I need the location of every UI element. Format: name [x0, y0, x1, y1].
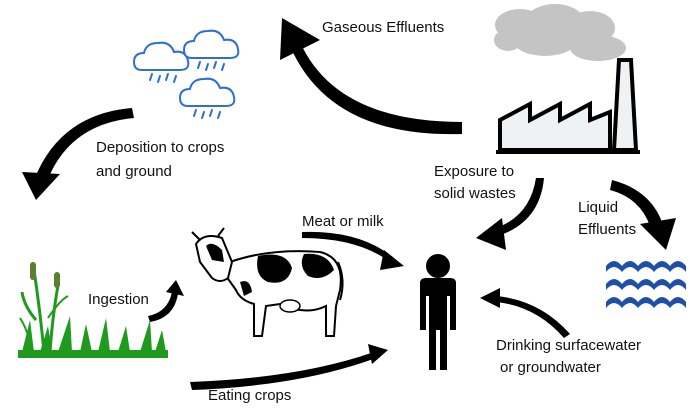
label-exposure-line2: solid wastes: [434, 185, 516, 202]
arrows: [22, 18, 676, 390]
rain-cloud-icon: [183, 29, 240, 71]
eating-crops-arrowhead: [368, 344, 388, 364]
label-gaseous-effluents: Gaseous Effluents: [322, 19, 444, 36]
ingestion-arrowhead: [166, 280, 184, 296]
drinking-water-arrowhead: [480, 288, 500, 308]
label-meat-milk: Meat or milk: [302, 213, 384, 230]
liquid-effluents-arrow: [610, 180, 662, 226]
meat-milk-arrowhead: [380, 250, 404, 270]
meat-milk-arrow: [302, 231, 394, 262]
rain-cloud-icon: [179, 77, 236, 119]
label-deposition-line2: and ground: [96, 163, 172, 180]
rain-cloud-icon: [133, 41, 190, 83]
factory-icon: [496, 58, 640, 154]
deposition-arrowhead: [22, 172, 60, 200]
label-ingestion: Ingestion: [88, 291, 149, 308]
drinking-water-arrow: [496, 296, 570, 338]
label-liquid-line2: Effluents: [578, 221, 636, 238]
ingestion-arrow: [148, 292, 178, 322]
label-deposition-line1: Deposition to crops: [96, 139, 224, 156]
grass-icon: [18, 262, 168, 358]
person-icon: [420, 254, 456, 370]
liquid-arrowhead: [640, 218, 676, 250]
label-exposure-line1: Exposure to: [434, 163, 514, 180]
solid-wastes-arrowhead: [476, 218, 506, 250]
label-drinking-line1: Drinking surfacewater: [496, 337, 641, 354]
label-liquid-line1: Liquid: [578, 199, 618, 216]
water-waves-icon: [606, 261, 686, 308]
gaseous-effluents-arrow: [290, 42, 462, 135]
label-eating-crops: Eating crops: [208, 387, 291, 404]
smoke-cloud-icon: [494, 4, 626, 61]
cow-icon: [191, 227, 344, 337]
label-drinking-line2: or groundwater: [500, 359, 601, 376]
gaseous-arrowhead: [280, 18, 320, 60]
eating-crops-arrow: [190, 352, 376, 390]
